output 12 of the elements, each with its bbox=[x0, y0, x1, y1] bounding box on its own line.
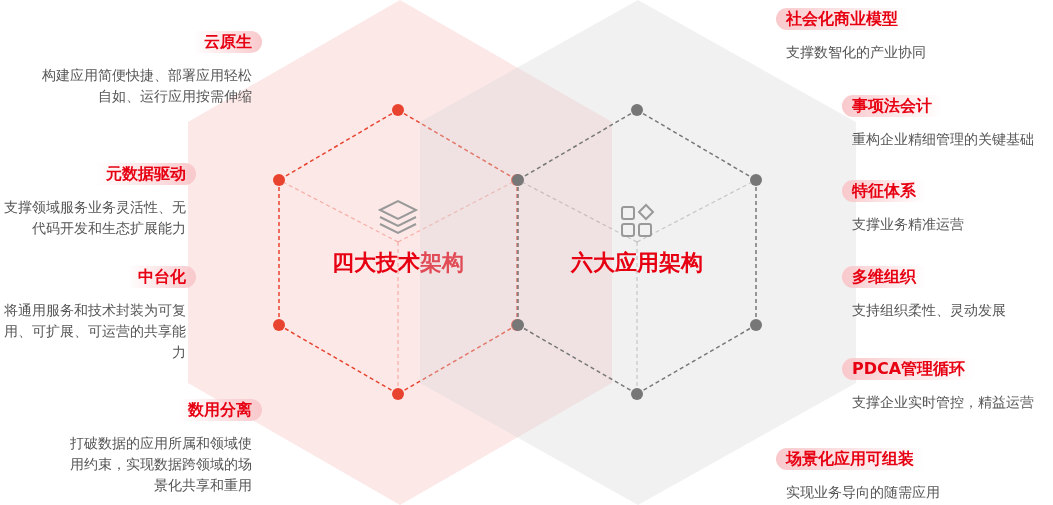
description-text: 重构企业精细管理的关键基础 bbox=[852, 130, 1035, 149]
title-text: 四大技术架构 bbox=[331, 249, 465, 277]
description-text: 支持组织柔性、灵动发展 bbox=[852, 301, 1007, 320]
description-text: 实现业务导向的随需应用 bbox=[786, 483, 941, 502]
description-text: 支撑领域服务业务灵活性、无代码开发和生态扩展能力 bbox=[3, 198, 186, 238]
title-text: 六大应用架构 bbox=[569, 249, 704, 277]
description-text: 支撑企业实时管控，精益运营 bbox=[852, 393, 1035, 412]
description-text: 支撑业务精准运营 bbox=[852, 215, 965, 234]
description-text: 打破数据的应用所属和领域使用约束，实现数据跨领域的场景化共享和重用 bbox=[69, 434, 252, 495]
description-text: 支撑数智化的产业协同 bbox=[786, 43, 927, 62]
description-text: 将通用服务和技术封装为可复用、可扩展、可运营的共享能力 bbox=[3, 301, 186, 362]
description-text: 构建应用简便快捷、部署应用轻松自如、运行应用按需伸缩 bbox=[41, 66, 252, 106]
